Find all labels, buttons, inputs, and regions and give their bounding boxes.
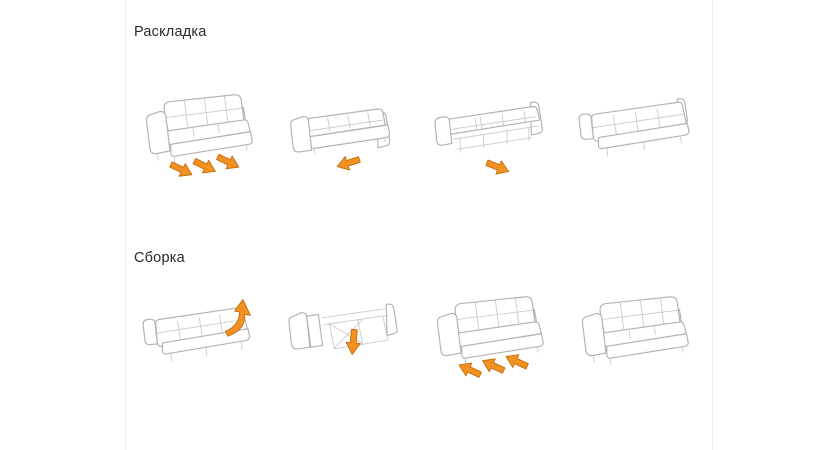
tuft-lines xyxy=(165,96,242,128)
seat-seams xyxy=(192,122,220,138)
legs xyxy=(606,135,682,157)
bed-lift-icon xyxy=(142,298,251,362)
frame-legs xyxy=(329,315,389,350)
figure-fold-step-2 xyxy=(279,282,413,388)
figure-fold-step-4 xyxy=(570,282,704,388)
tuft-lines xyxy=(456,298,533,330)
folded-mattress xyxy=(306,313,324,348)
figure-unfold-step-1 xyxy=(134,80,268,186)
sofa-half-unfolded-icon xyxy=(434,101,543,175)
left-arm xyxy=(581,312,607,357)
seat-seams xyxy=(628,324,656,340)
legs xyxy=(314,136,387,155)
hinge-and-tuft-lines xyxy=(446,110,536,132)
sofa-folded-flat-icon xyxy=(290,108,391,171)
base-front xyxy=(170,131,253,157)
figure-unfold-step-2 xyxy=(279,80,413,186)
pull-arrow-icon xyxy=(169,161,193,177)
bed-unfolded-icon xyxy=(578,98,690,157)
legs xyxy=(157,143,248,164)
left-arm xyxy=(290,115,313,153)
left-arm xyxy=(288,312,311,350)
sofa-assembled-icon xyxy=(581,296,689,366)
pull-arrow-icon xyxy=(192,158,216,174)
instruction-panel: Раскладка xyxy=(125,0,713,450)
legs xyxy=(593,345,684,366)
frame-push-down-icon xyxy=(288,303,399,356)
lift-arrow-icon xyxy=(224,298,251,337)
frame-legs xyxy=(452,125,539,153)
tuft-grid xyxy=(593,108,685,139)
left-arm xyxy=(434,116,453,146)
push-arrow-icon xyxy=(458,362,482,378)
push-arrow-icon xyxy=(505,354,529,370)
mattress-front xyxy=(597,122,690,150)
tuft-lines xyxy=(601,298,678,330)
pull-arrow-icon xyxy=(485,159,509,175)
right-arm xyxy=(385,303,399,337)
frame-bars xyxy=(322,308,389,325)
figure-fold-step-1 xyxy=(134,282,268,388)
base-front xyxy=(606,333,689,359)
section-title-fold: Сборка xyxy=(134,250,185,266)
left-arm xyxy=(142,318,159,346)
legs xyxy=(170,341,243,362)
left-arm xyxy=(578,113,595,140)
figure-unfold-step-4 xyxy=(570,80,704,186)
tuft-lines xyxy=(307,112,384,133)
pull-arrow-icon xyxy=(337,156,362,171)
push-arrow-icon xyxy=(481,358,506,374)
sofa-push-in-icon xyxy=(436,296,544,378)
unfold-step-row xyxy=(134,80,704,186)
left-arm xyxy=(436,312,462,357)
sofa-closed-icon xyxy=(145,94,253,177)
pull-arrow-icon xyxy=(216,153,240,170)
figure-unfold-step-3 xyxy=(425,80,559,186)
push-down-arrow-icon xyxy=(346,328,362,356)
figure-fold-step-3 xyxy=(425,282,559,388)
base-front xyxy=(460,333,544,359)
section-title-unfold: Раскладка xyxy=(134,24,207,40)
left-arm xyxy=(145,110,171,155)
tuft-grid xyxy=(157,314,245,344)
fold-step-row xyxy=(134,282,704,388)
